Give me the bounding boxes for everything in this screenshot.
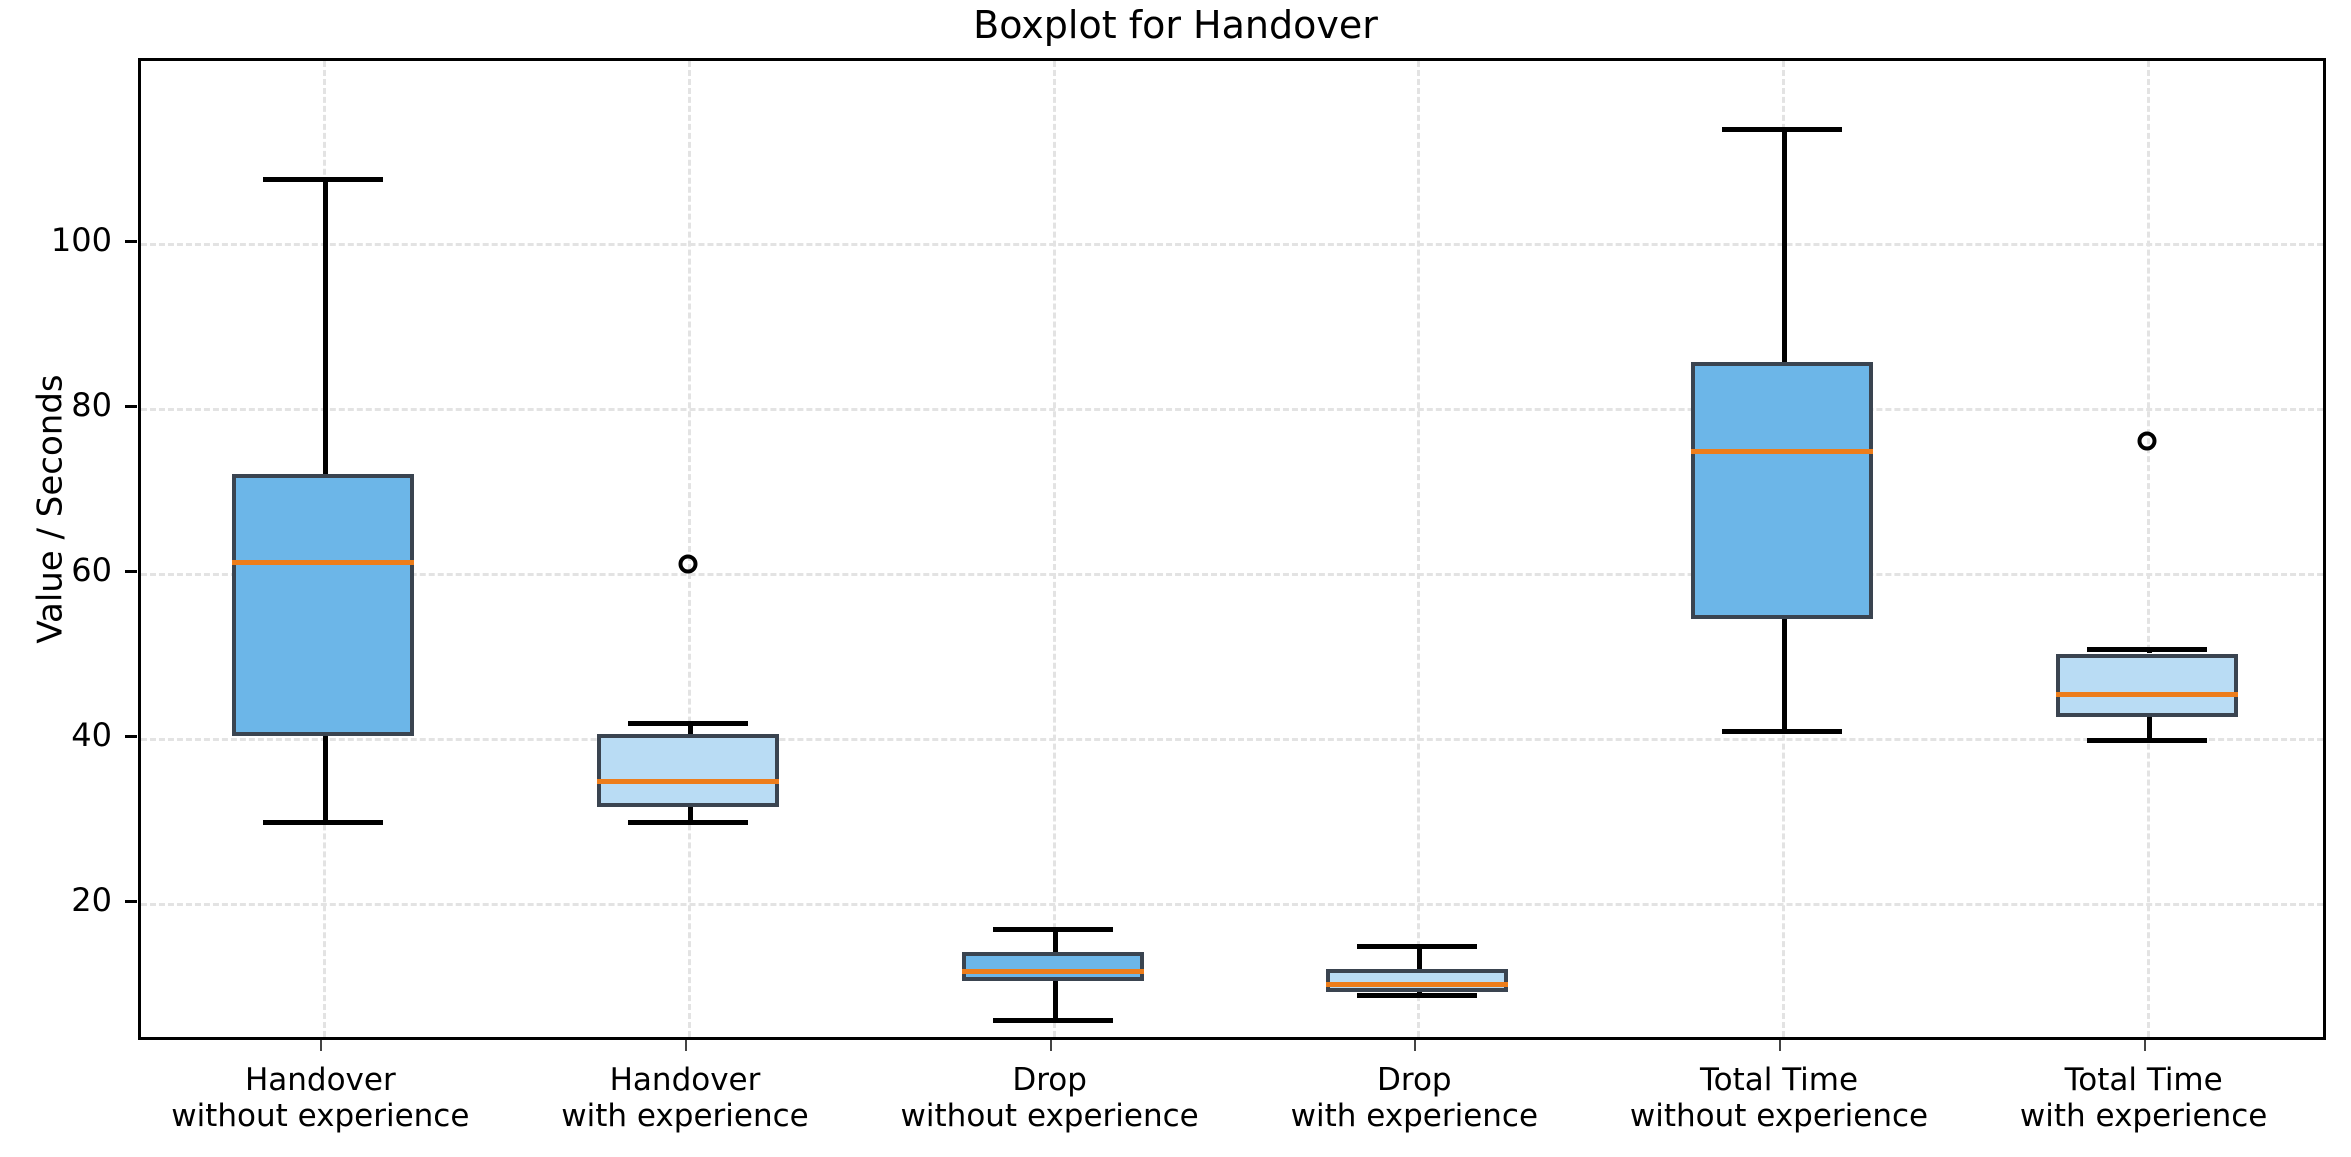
- cap-upper: [1722, 127, 1842, 133]
- outlier-marker: [2137, 431, 2157, 451]
- whisker-lower: [1782, 618, 1787, 730]
- whisker-lower: [1052, 981, 1058, 1019]
- cap-upper: [263, 176, 384, 182]
- y-tick-mark: [125, 734, 137, 738]
- whisker-upper: [688, 721, 693, 735]
- box: [597, 734, 779, 807]
- gridline-vertical: [1417, 61, 1421, 1037]
- gridline-horizontal: [141, 242, 2323, 246]
- gridline-horizontal: [141, 737, 2323, 741]
- whisker-upper: [1052, 927, 1058, 953]
- box: [232, 473, 415, 736]
- whisker-upper: [1782, 127, 1787, 363]
- box: [1691, 362, 1873, 619]
- median-line: [597, 778, 779, 784]
- x-tick-label-line: with experience: [561, 1098, 809, 1134]
- x-tick-label-line: Total Time: [2064, 1062, 2223, 1098]
- cap-lower: [1722, 729, 1842, 735]
- cap-lower: [263, 820, 384, 826]
- x-tick-label-line: Total Time: [1699, 1062, 1859, 1098]
- plot-area: [138, 58, 2326, 1040]
- whisker-lower: [1417, 991, 1423, 994]
- cap-lower: [628, 820, 748, 826]
- whisker-lower: [2146, 717, 2152, 738]
- cap-upper: [992, 927, 1113, 933]
- median-line: [961, 968, 1144, 974]
- cap-upper: [628, 721, 748, 727]
- gridline-vertical: [688, 61, 691, 1037]
- chart-title: Boxplot for Handover: [973, 3, 1378, 47]
- x-tick-mark: [1049, 1040, 1052, 1051]
- cap-lower: [2086, 737, 2207, 743]
- x-tick-label-line: Handover: [244, 1062, 396, 1098]
- y-tick-mark: [125, 569, 137, 573]
- y-tick-mark: [125, 899, 137, 903]
- x-tick-mark: [320, 1040, 323, 1051]
- x-tick-label-line: Drop: [1012, 1062, 1087, 1098]
- x-tick-label-line: without experience: [171, 1098, 470, 1134]
- median-line: [1326, 981, 1509, 987]
- gridline-horizontal: [141, 572, 2323, 576]
- cap-upper: [2086, 646, 2207, 652]
- median-line: [2055, 692, 2238, 698]
- y-tick-mark: [125, 404, 137, 408]
- box: [2055, 653, 2238, 718]
- whisker-upper: [323, 176, 329, 474]
- gridline-vertical: [1052, 61, 1056, 1037]
- x-tick-label-line: without experience: [1629, 1098, 1929, 1134]
- whisker-lower: [688, 806, 693, 821]
- y-tick-label: 80: [71, 385, 112, 424]
- cap-lower: [992, 1018, 1113, 1024]
- gridline-horizontal: [141, 407, 2323, 411]
- x-tick-label-line: without experience: [900, 1098, 1199, 1134]
- whisker-upper: [1417, 943, 1423, 969]
- gridline-vertical: [2146, 61, 2150, 1037]
- box: [961, 952, 1144, 982]
- y-tick-label: 100: [50, 220, 112, 259]
- box: [1326, 968, 1509, 992]
- x-tick-label-line: Drop: [1377, 1062, 1452, 1098]
- x-tick-mark: [1779, 1040, 1781, 1051]
- x-tick-label-line: Handover: [609, 1062, 761, 1098]
- y-tick-label: 20: [71, 880, 112, 919]
- gridline-horizontal: [141, 902, 2323, 906]
- median-line: [232, 560, 415, 566]
- median-line: [1691, 448, 1873, 454]
- x-tick-label-line: with experience: [1290, 1098, 1539, 1134]
- x-tick-label-line: with experience: [2019, 1098, 2268, 1134]
- x-tick-mark: [1414, 1040, 1417, 1051]
- y-tick-mark: [125, 239, 137, 243]
- y-tick-label: 40: [71, 715, 112, 754]
- cap-upper: [1357, 943, 1478, 949]
- cap-lower: [1357, 993, 1478, 999]
- y-tick-label: 60: [71, 550, 112, 589]
- x-tick-mark: [685, 1040, 687, 1051]
- x-tick-mark: [2143, 1040, 2146, 1051]
- outlier-marker: [678, 554, 698, 574]
- whisker-lower: [323, 736, 329, 821]
